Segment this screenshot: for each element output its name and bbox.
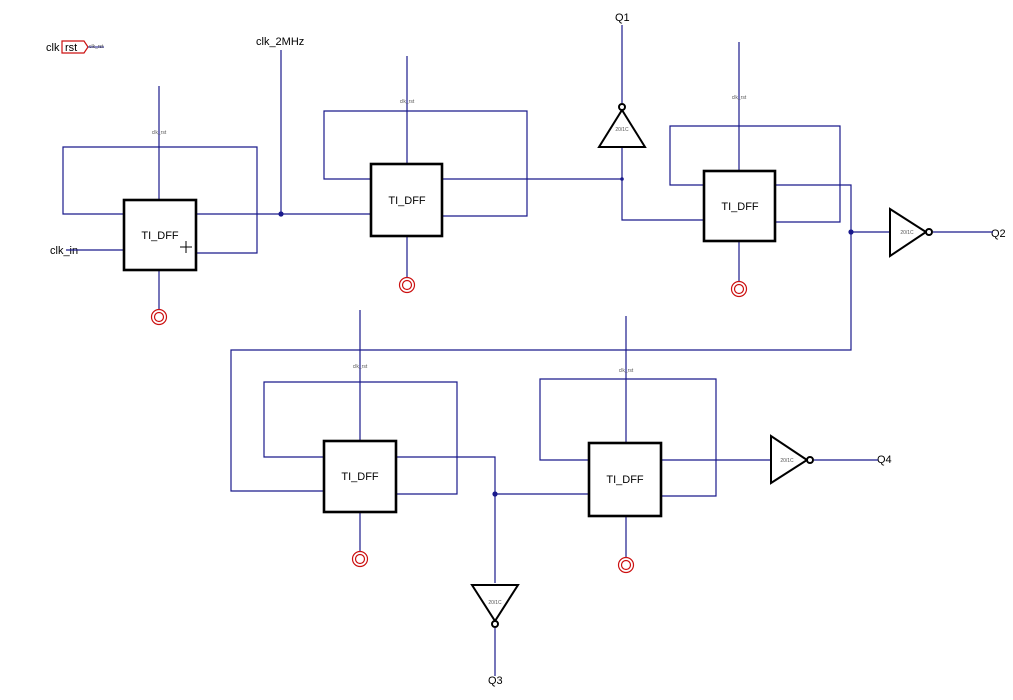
q1-label: Q1: [615, 12, 630, 24]
clk-rst-pin[interactable]: clk rst clk_rst: [46, 40, 104, 54]
dff-3-pin-label: clk_rst: [732, 95, 747, 101]
junction-q2: [848, 229, 854, 235]
q4-label: Q4: [877, 454, 892, 466]
dff-2-label: TI_DFF: [388, 195, 426, 207]
junction-q1: [620, 177, 624, 181]
dff-5-label: TI_DFF: [606, 474, 644, 486]
wire-dff5-feedback: [539, 378, 717, 497]
wire-dff1-feedback: [62, 146, 258, 254]
ground-icon: [730, 280, 748, 298]
q2-label: Q2: [991, 228, 1006, 240]
inverter-q2-label: 20/1C: [900, 230, 914, 236]
junctions: [278, 177, 854, 497]
dff-1-label: TI_DFF: [141, 230, 179, 242]
ground-icon: [617, 556, 635, 574]
junction-q3: [492, 491, 498, 497]
rst-pin-tag: clk_rst: [89, 44, 104, 50]
wire-dff2-feedback: [323, 110, 528, 217]
inverter-q2[interactable]: 20/1C: [889, 207, 933, 258]
clk-pin-label: clk: [46, 42, 60, 54]
dff-3[interactable]: TI_DFF clk_rst: [702, 95, 777, 243]
dff-4-pin-label: clk_rst: [353, 364, 368, 370]
rst-pin-label: rst: [65, 42, 77, 54]
inverter-q3-label: 20/1C: [488, 600, 502, 606]
dff-1-pin-label: clk_rst: [152, 130, 167, 136]
ground-icon: [398, 276, 416, 294]
wire-dff3-feedback: [669, 125, 841, 223]
wires: [62, 25, 993, 676]
ground-symbols: [150, 276, 748, 574]
dff-4-label: TI_DFF: [341, 471, 379, 483]
clk-2mhz-label: clk_2MHz: [256, 36, 304, 48]
inverter-q1[interactable]: 20/1C: [597, 103, 647, 148]
wire-dff4-out: [396, 456, 496, 583]
inverter-q4[interactable]: 20/1C: [770, 434, 814, 485]
inverter-q3[interactable]: 20/1C: [470, 584, 520, 628]
rst-pin-shape: [61, 40, 89, 54]
inverter-q1-label: 20/1C: [615, 127, 629, 133]
dff-4[interactable]: TI_DFF clk_rst: [322, 364, 398, 514]
ground-icon: [351, 550, 369, 568]
wire-dff4-feedback: [263, 381, 458, 495]
dff-3-label: TI_DFF: [721, 201, 759, 213]
dff-1[interactable]: TI_DFF clk_rst: [122, 130, 198, 272]
dff-2-pin-label: clk_rst: [400, 99, 415, 105]
wire-dff3-out: [230, 184, 852, 492]
inverter-q4-label: 20/1C: [780, 458, 794, 464]
junction-clk-2mhz: [278, 211, 284, 217]
q3-label: Q3: [488, 675, 503, 687]
ground-icon: [150, 308, 168, 326]
wire-q1-in: [621, 147, 704, 221]
cursor-crosshair-icon: [180, 241, 192, 253]
dff-5[interactable]: TI_DFF clk_rst: [587, 368, 663, 518]
dff-2[interactable]: TI_DFF clk_rst: [369, 99, 444, 238]
clk-in-label: clk_in: [50, 245, 78, 257]
dff-5-pin-label: clk_rst: [619, 368, 634, 374]
